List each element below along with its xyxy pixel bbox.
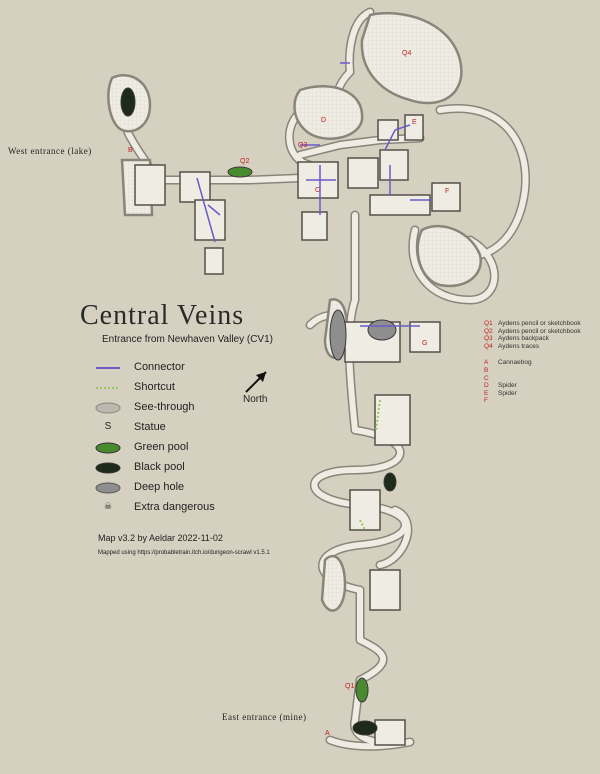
mapped-using: Mapped using https://probabletrain.itch.…	[98, 550, 270, 556]
poi-item: F	[484, 397, 488, 405]
map-title: Central Veins	[80, 300, 245, 331]
map-labels: Q4 D Q3 E Q2 C F G Q1 A B	[128, 50, 449, 737]
black-pool-icon	[95, 462, 121, 474]
legend: Connector Shortcut See-through S Statue …	[88, 358, 288, 518]
see-through-icon	[95, 402, 121, 414]
deep-hole-icon	[95, 482, 121, 494]
connector-icon	[96, 367, 120, 369]
legend-item: Black pool	[88, 458, 288, 478]
rooms	[134, 114, 461, 746]
legend-item: Deep hole	[88, 478, 288, 498]
map-label: C	[315, 187, 320, 194]
north-arrow-icon	[245, 371, 267, 393]
map-label: Q4	[402, 50, 411, 57]
map-label: E	[412, 119, 417, 126]
credit: Map v3.2 by Aeldar 2022-11-02	[98, 533, 223, 543]
legend-item: Connector	[88, 358, 288, 378]
map-label: F	[445, 188, 449, 195]
north-label: North	[243, 394, 268, 405]
legend-item: Shortcut	[88, 378, 288, 398]
shortcuts	[359, 399, 381, 531]
statue-icon: S	[104, 421, 112, 432]
shortcut-icon	[96, 387, 120, 389]
west-entrance-label: West entrance (lake)	[8, 146, 92, 156]
poi-item: C	[484, 374, 489, 382]
map-label: B	[128, 147, 133, 154]
connectors	[196, 62, 432, 327]
green-pool-icon	[95, 442, 121, 454]
map-label: Q3	[298, 142, 307, 149]
legend-item: Green pool	[88, 438, 288, 458]
legend-item: See-through	[88, 398, 288, 418]
map-label: A	[325, 730, 330, 737]
poi-item: B	[484, 366, 489, 374]
map-label: G	[422, 340, 427, 347]
legend-item: S Statue	[88, 418, 288, 438]
map-label: Q2	[240, 158, 249, 165]
legend-item: ☠ Extra dangerous	[88, 498, 288, 518]
pools	[120, 87, 397, 736]
map-subtitle: Entrance from Newhaven Valley (CV1)	[102, 334, 273, 345]
map-label: D	[321, 117, 326, 124]
east-entrance-label: East entrance (mine)	[222, 712, 307, 722]
skull-icon: ☠	[103, 501, 113, 511]
map-label: Q1	[345, 683, 354, 690]
